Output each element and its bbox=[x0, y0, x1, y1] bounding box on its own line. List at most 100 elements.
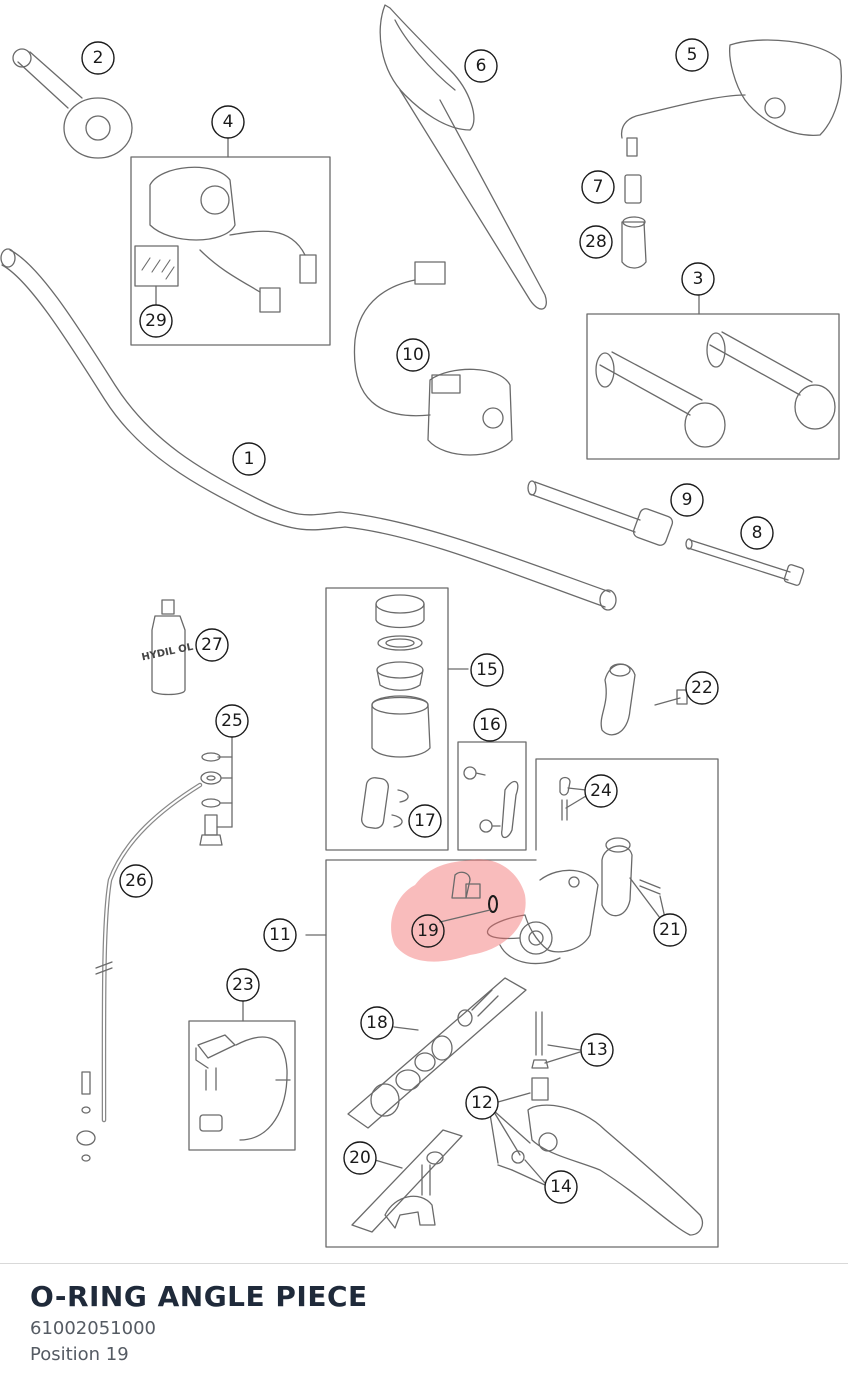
callout-circle bbox=[360, 1006, 394, 1040]
master-cylinder-drawing bbox=[486, 776, 661, 965]
oil-bottle-drawing bbox=[151, 599, 186, 696]
callout-number: 1 bbox=[244, 449, 255, 469]
callout-15: 15 bbox=[470, 653, 504, 687]
part-position: Position 19 bbox=[30, 1344, 129, 1365]
callout-circle bbox=[584, 774, 618, 808]
callout-number: 24 bbox=[590, 781, 612, 801]
exploded-parts-diagram: HYDIL OL bbox=[0, 4, 842, 1248]
callout-circle bbox=[408, 804, 442, 838]
brake-line-drawing bbox=[76, 752, 223, 1162]
adapter-part-28 bbox=[621, 221, 647, 269]
callout-6: 6 bbox=[464, 49, 498, 83]
callout-number: 18 bbox=[366, 1013, 388, 1033]
callout-circle bbox=[464, 49, 498, 83]
callout-7: 7 bbox=[581, 170, 615, 204]
callout-circle bbox=[81, 41, 115, 75]
box-part-15 bbox=[325, 587, 449, 851]
callout-2: 2 bbox=[81, 41, 115, 75]
callout-number: 6 bbox=[476, 56, 487, 76]
box-part-16 bbox=[457, 741, 527, 851]
grip-pair-drawing bbox=[595, 331, 836, 448]
callout-8: 8 bbox=[740, 516, 774, 550]
callout-circle bbox=[343, 1141, 377, 1175]
callout-18: 18 bbox=[360, 1006, 394, 1040]
callout-number: 3 bbox=[693, 269, 704, 289]
callout-number: 12 bbox=[471, 1093, 493, 1113]
piston-kit-drawing bbox=[370, 989, 499, 1117]
callout-number: 20 bbox=[349, 1148, 371, 1168]
callout-13: 13 bbox=[580, 1033, 614, 1067]
callout-circle bbox=[579, 225, 613, 259]
adapter-part-7 bbox=[624, 174, 642, 204]
callout-24: 24 bbox=[584, 774, 618, 808]
callout-number: 4 bbox=[223, 112, 234, 132]
box-part-4 bbox=[130, 156, 331, 346]
callout-number: 14 bbox=[550, 1177, 572, 1197]
bolt-part-8 bbox=[685, 538, 805, 586]
oil-bottle-label: HYDIL OL bbox=[141, 642, 195, 664]
callout-3: 3 bbox=[681, 262, 715, 296]
grip-drawing bbox=[12, 48, 133, 159]
callout-circle bbox=[139, 304, 173, 338]
callout-number: 17 bbox=[414, 811, 436, 831]
callout-circle bbox=[211, 105, 245, 139]
callout-circle bbox=[470, 653, 504, 687]
callout-circle bbox=[226, 968, 260, 1002]
callout-circle bbox=[675, 38, 709, 72]
callout-22: 22 bbox=[685, 671, 719, 705]
part-info-panel: O-RING ANGLE PIECE 61002051000 Position … bbox=[30, 1278, 830, 1368]
callout-27: 27 bbox=[195, 628, 229, 662]
callout-number: 16 bbox=[479, 715, 501, 735]
part-title: O-RING ANGLE PIECE bbox=[30, 1280, 368, 1313]
callout-29: 29 bbox=[139, 304, 173, 338]
callout-number: 2 bbox=[93, 48, 104, 68]
handlebar-drawing bbox=[0, 248, 617, 611]
callout-circle bbox=[411, 914, 445, 948]
callout-number: 26 bbox=[125, 871, 147, 891]
box-part-18 bbox=[347, 977, 527, 1129]
callout-number: 11 bbox=[269, 925, 291, 945]
callout-circle bbox=[396, 338, 430, 372]
callout-28: 28 bbox=[579, 225, 613, 259]
callout-number: 28 bbox=[585, 232, 607, 252]
callout-circle bbox=[544, 1170, 578, 1204]
footer-divider bbox=[0, 1263, 848, 1264]
bracket-part-16 bbox=[463, 766, 519, 839]
callout-21: 21 bbox=[653, 913, 687, 947]
callout-1: 1 bbox=[232, 442, 266, 476]
callout-number: 5 bbox=[687, 45, 698, 65]
clamp-part-22 bbox=[600, 663, 688, 736]
box-part-3 bbox=[586, 313, 840, 460]
callout-number: 15 bbox=[476, 660, 498, 680]
callout-26: 26 bbox=[119, 864, 153, 898]
callout-number: 29 bbox=[145, 311, 167, 331]
part-number: 61002051000 bbox=[30, 1318, 156, 1339]
bracket-part-20 bbox=[384, 1151, 444, 1229]
callout-12: 12 bbox=[465, 1086, 499, 1120]
callout-4: 4 bbox=[211, 105, 245, 139]
callout-number: 10 bbox=[402, 345, 424, 365]
callout-circle bbox=[681, 262, 715, 296]
brake-lever-drawing bbox=[497, 1011, 704, 1236]
callout-10: 10 bbox=[396, 338, 430, 372]
callout-circle bbox=[215, 704, 249, 738]
callout-20: 20 bbox=[343, 1141, 377, 1175]
highlight-part-19 bbox=[391, 859, 526, 962]
reservoir-drawing bbox=[361, 594, 431, 829]
left-switch-drawing bbox=[149, 166, 317, 313]
callout-circle bbox=[653, 913, 687, 947]
callout-25: 25 bbox=[215, 704, 249, 738]
callout-circle bbox=[263, 918, 297, 952]
callout-circle bbox=[581, 170, 615, 204]
o-ring-part-19 bbox=[451, 871, 498, 913]
callout-17: 17 bbox=[408, 804, 442, 838]
hand-guard-drawing bbox=[379, 4, 547, 310]
brake-switch-drawing bbox=[195, 1034, 291, 1141]
callout-number: 7 bbox=[593, 177, 604, 197]
callout-circle bbox=[232, 442, 266, 476]
callout-number: 25 bbox=[221, 711, 243, 731]
callout-number: 21 bbox=[659, 920, 681, 940]
callout-number: 19 bbox=[417, 921, 439, 941]
callout-number: 22 bbox=[691, 678, 713, 698]
callout-number: 8 bbox=[752, 523, 763, 543]
